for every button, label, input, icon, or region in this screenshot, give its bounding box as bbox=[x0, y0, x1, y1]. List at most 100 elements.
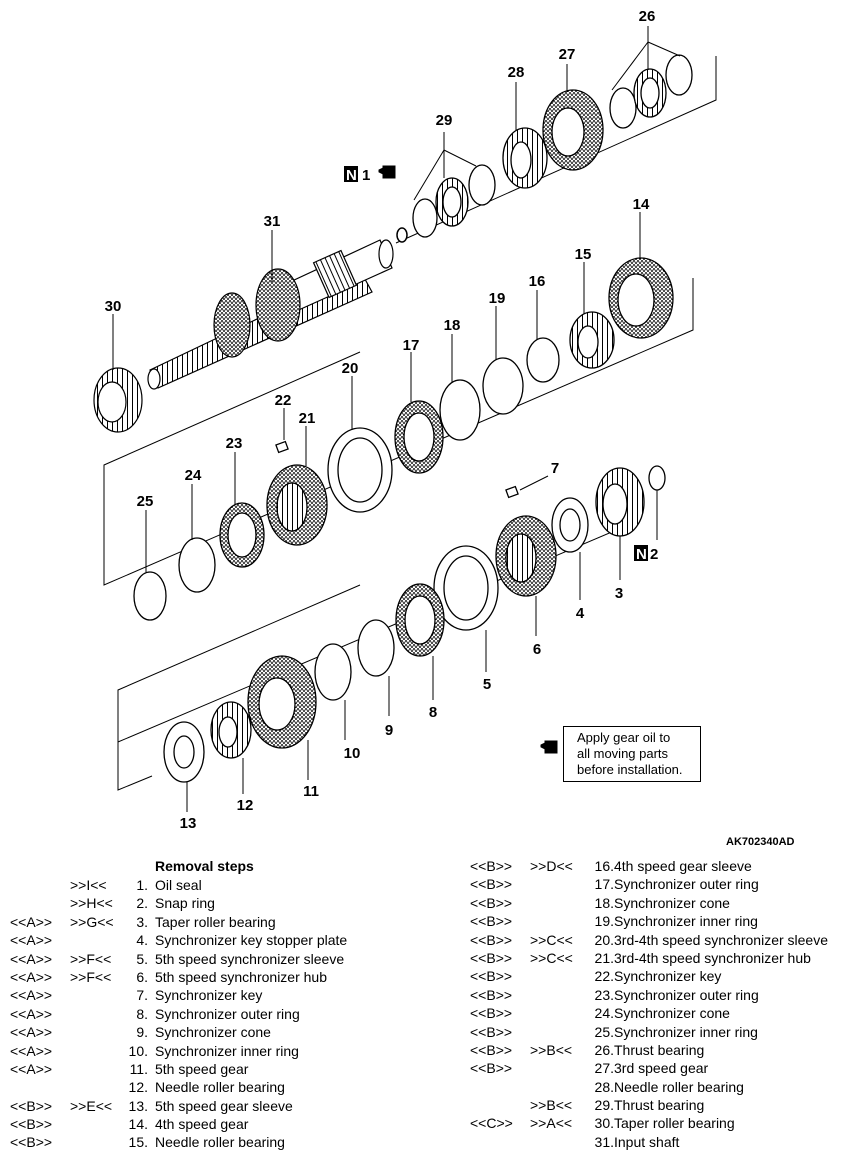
svg-text:2: 2 bbox=[650, 546, 658, 563]
step-number: 6. bbox=[136, 968, 148, 985]
callout-17: 17 bbox=[403, 337, 420, 354]
install-ref: <<B>> bbox=[470, 876, 513, 893]
exploded-view-diagram: N 1 N 2 34567891011121314151617181920212… bbox=[93, 8, 717, 832]
step-number: 17. bbox=[594, 876, 614, 893]
step-number: 12. bbox=[128, 1079, 148, 1096]
removal-step-row: <<B>>24.Synchronizer cone bbox=[460, 1004, 856, 1022]
step-text: Synchronizer key bbox=[614, 968, 722, 985]
third-row-parts bbox=[163, 465, 666, 783]
step-number: 9. bbox=[136, 1024, 148, 1041]
install-ref: <<B>> bbox=[470, 1041, 513, 1058]
removal-step-row: <<B>>>>E<<13.5th speed gear sleeve bbox=[0, 1097, 420, 1115]
removal-step-row: <<B>>>>C<<21.3rd-4th speed synchronizer … bbox=[460, 949, 856, 967]
step-number: 19. bbox=[594, 913, 614, 930]
step-number: 3. bbox=[136, 913, 148, 930]
install-ref: <<A>> bbox=[10, 932, 53, 949]
install-ref: <<A>> bbox=[10, 1060, 53, 1077]
install-ref: <<B>> bbox=[10, 1097, 53, 1114]
removal-step-row: >>B<<29.Thrust bearing bbox=[460, 1096, 856, 1114]
step-text: Input shaft bbox=[614, 1133, 680, 1150]
install-ref: <<A>> bbox=[10, 968, 53, 985]
step-number: 21. bbox=[594, 949, 614, 966]
callout-3: 3 bbox=[615, 585, 623, 602]
removal-steps-title: Removal steps bbox=[155, 858, 254, 874]
removal-ref: >>B<< bbox=[530, 1041, 573, 1058]
step-text: Synchronizer outer ring bbox=[155, 1005, 300, 1022]
callout-4: 4 bbox=[576, 605, 585, 622]
step-text: 5th speed gear bbox=[155, 1060, 249, 1077]
step-number: 2. bbox=[136, 895, 148, 912]
callout-18: 18 bbox=[444, 317, 461, 334]
step-number: 23. bbox=[594, 986, 614, 1003]
callout-27: 27 bbox=[559, 46, 576, 63]
step-text: 5th speed synchronizer hub bbox=[155, 968, 327, 985]
removal-ref: >>A<< bbox=[530, 1115, 573, 1132]
removal-step-row: <<B>> 23.Synchronizer outer ring bbox=[460, 986, 856, 1004]
removal-step-row: <<C>>>>A<<30.Taper roller bearing bbox=[460, 1114, 856, 1132]
install-ref: <<B>> bbox=[470, 986, 513, 1003]
step-text: Synchronizer outer ring bbox=[614, 986, 759, 1003]
gear-oil-note-text: Apply gear oil to all moving parts befor… bbox=[577, 730, 683, 777]
step-text: Thrust bearing bbox=[614, 1041, 705, 1058]
step-text: Synchronizer cone bbox=[614, 894, 730, 911]
removal-step-row: <<B>>19.Synchronizer inner ring bbox=[460, 912, 856, 930]
install-ref: <<B>> bbox=[10, 1116, 53, 1133]
removal-ref: >>H<< bbox=[70, 895, 113, 912]
removal-step-row: 12.Needle roller bearing bbox=[0, 1078, 420, 1096]
step-text: Synchronizer inner ring bbox=[614, 1023, 758, 1040]
step-number: 14. bbox=[128, 1116, 148, 1133]
install-ref: <<B>> bbox=[10, 1134, 53, 1151]
callout-15: 15 bbox=[575, 246, 592, 263]
removal-step-row: 31.Input shaft bbox=[460, 1133, 856, 1151]
step-text: Synchronizer key stopper plate bbox=[155, 932, 348, 949]
step-text: 3rd-4th speed synchronizer sleeve bbox=[614, 931, 829, 948]
install-ref: <<B>> bbox=[470, 858, 513, 874]
callout-22: 22 bbox=[275, 392, 292, 409]
removal-ref: >>G<< bbox=[70, 913, 114, 930]
step-number: 7. bbox=[136, 987, 148, 1004]
step-number: 5. bbox=[136, 950, 148, 967]
install-ref: <<B>> bbox=[470, 931, 513, 948]
callout-labels: 3456789101112131415161718192021222324252… bbox=[105, 8, 656, 832]
svg-text:1: 1 bbox=[362, 167, 370, 184]
callout-30: 30 bbox=[105, 298, 122, 315]
callout-16: 16 bbox=[529, 273, 546, 290]
step-text: Synchronizer inner ring bbox=[614, 913, 758, 930]
step-number: 8. bbox=[136, 1005, 148, 1022]
install-ref: <<A>> bbox=[10, 987, 53, 1004]
step-text: Snap ring bbox=[155, 895, 215, 912]
step-text: Synchronizer inner ring bbox=[155, 1042, 299, 1059]
step-text: 5th speed synchronizer sleeve bbox=[155, 950, 345, 967]
step-number: 16. bbox=[594, 858, 614, 874]
step-text: Synchronizer cone bbox=[155, 1024, 271, 1041]
removal-step-row: <<B>>22.Synchronizer key bbox=[460, 967, 856, 985]
install-ref: <<B>> bbox=[470, 1060, 513, 1077]
taper-roller-bearing-30 bbox=[93, 367, 143, 433]
svg-text:N: N bbox=[636, 546, 647, 563]
callout-19: 19 bbox=[489, 290, 506, 307]
callout-10: 10 bbox=[344, 745, 361, 762]
oil-can-icon bbox=[378, 165, 558, 754]
install-ref: <<A>> bbox=[10, 1042, 53, 1059]
callout-31: 31 bbox=[264, 213, 281, 230]
removal-step-row: <<B>>14.4th speed gear bbox=[0, 1115, 420, 1133]
removal-step-row: <<A>>>>G<<3.Taper roller bearing bbox=[0, 913, 420, 931]
second-row-parts bbox=[133, 257, 674, 621]
new-part-mark-1: N 1 bbox=[344, 166, 370, 184]
removal-step-row: >>I<<1.Oil seal bbox=[0, 876, 420, 894]
callout-7: 7 bbox=[551, 460, 559, 477]
callout-9: 9 bbox=[385, 722, 393, 739]
callout-20: 20 bbox=[342, 360, 359, 377]
figure-id: AK702340AD bbox=[726, 836, 795, 848]
callout-28: 28 bbox=[508, 64, 525, 81]
svg-text:N: N bbox=[346, 167, 357, 184]
removal-step-row: <<A>>9.Synchronizer cone bbox=[0, 1023, 420, 1041]
install-ref: <<B>> bbox=[470, 1023, 513, 1040]
callout-14: 14 bbox=[633, 196, 650, 213]
install-ref: <<B>> bbox=[470, 894, 513, 911]
step-number: 29. bbox=[594, 1097, 614, 1114]
input-shaft bbox=[147, 239, 394, 390]
install-ref: <<A>> bbox=[10, 913, 53, 930]
callout-8: 8 bbox=[429, 704, 437, 721]
step-number: 11. bbox=[129, 1060, 148, 1077]
